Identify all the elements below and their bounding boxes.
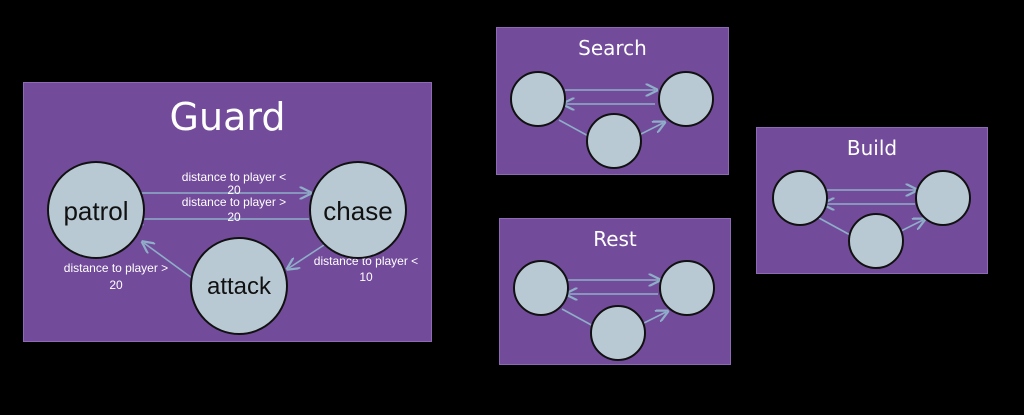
edge-chase-to-attack	[289, 244, 325, 268]
search-node-right	[658, 71, 714, 127]
build-node-bottom	[848, 213, 904, 269]
build-diagram	[772, 170, 971, 269]
node-chase	[309, 161, 407, 259]
node-patrol-label: patrol	[63, 196, 128, 226]
rest-edge-right	[641, 312, 666, 325]
build-node-left	[772, 170, 828, 226]
guard-title: Guard	[169, 95, 286, 139]
node-attack-label: attack	[207, 273, 272, 300]
guard-diagram: distance to player < 20 distance to play…	[47, 161, 418, 335]
rest-node-bottom	[590, 305, 646, 361]
node-chase-label: chase	[323, 196, 392, 226]
node-attack	[190, 237, 288, 335]
label-chase-to-attack-line1: distance to player <	[314, 254, 418, 268]
build-edge-left	[818, 217, 853, 237]
edge-attack-to-patrol	[144, 243, 193, 279]
search-node-left	[510, 71, 566, 127]
label-patrol-to-chase-line1: distance to player <	[182, 170, 286, 184]
label-attack-to-patrol-line2: 20	[109, 278, 123, 292]
search-title: Search	[578, 36, 647, 60]
rest-node-left	[513, 260, 569, 316]
search-panel: Search	[496, 27, 729, 175]
build-panel: Build	[756, 127, 988, 274]
label-chase-to-patrol-line2: 20	[227, 210, 241, 224]
build-node-right	[915, 170, 971, 226]
label-chase-to-attack-line2: 10	[359, 270, 373, 284]
rest-panel: Rest	[499, 218, 731, 365]
guard-panel: Guard distance to player < 20 distance t…	[23, 82, 432, 342]
search-edge-right	[638, 123, 663, 136]
node-patrol	[47, 161, 145, 259]
rest-edge-left	[561, 308, 596, 328]
build-title: Build	[846, 136, 898, 160]
label-patrol-to-chase-line2: 20	[227, 183, 241, 197]
rest-diagram	[513, 260, 715, 361]
rest-node-right	[659, 260, 715, 316]
build-edge-right	[898, 220, 923, 233]
label-chase-to-patrol-line1: distance to player >	[182, 195, 286, 209]
search-node-bottom	[586, 113, 642, 169]
search-edge-left	[558, 119, 593, 139]
label-attack-to-patrol-line1: distance to player >	[64, 261, 168, 275]
search-diagram	[510, 71, 714, 169]
rest-title: Rest	[593, 227, 637, 251]
